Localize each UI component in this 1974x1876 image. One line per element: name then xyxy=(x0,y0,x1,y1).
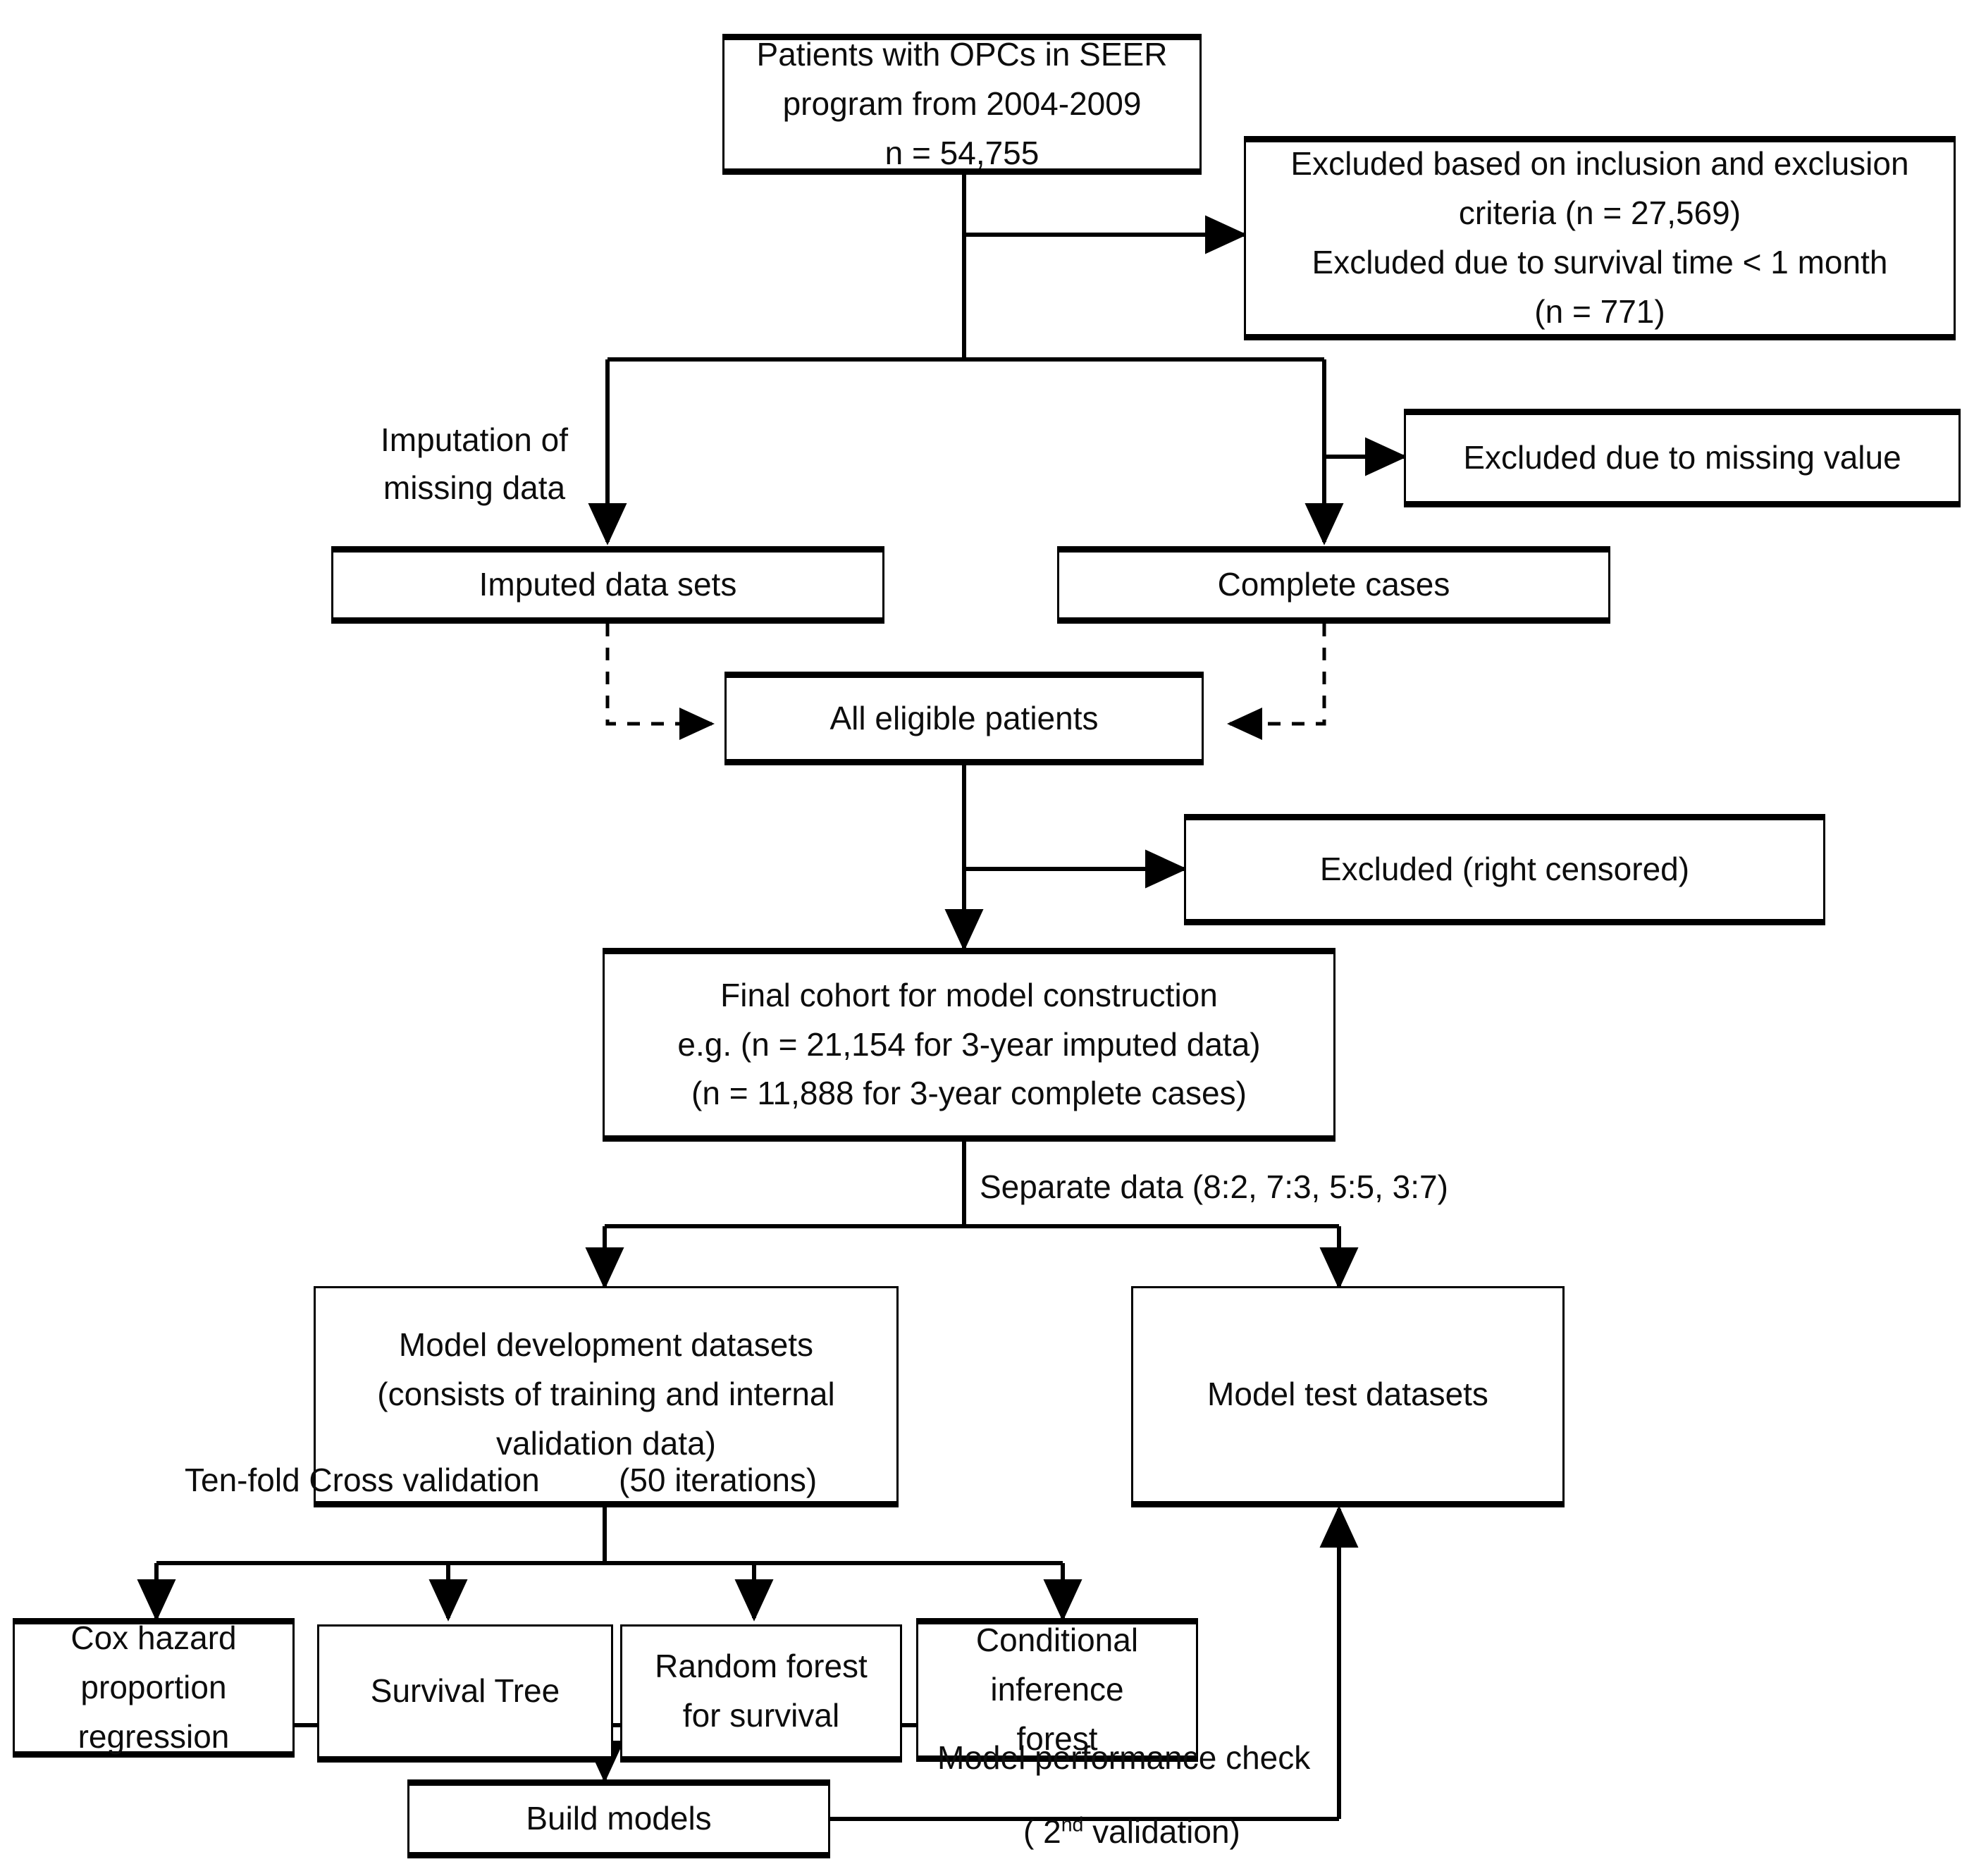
edge-imputed-to-eligible xyxy=(605,624,715,740)
dashed-connector-group xyxy=(605,624,1326,740)
node-excluded-criteria[interactable]: Excluded based on inclusion and exclusio… xyxy=(1244,136,1956,340)
node-model-test-datasets-label: Model test datasets xyxy=(1207,1376,1488,1413)
node-build-models-label: Build models xyxy=(526,1800,712,1837)
node-model-development-datasets[interactable]: Model development datasets (consists of … xyxy=(314,1286,899,1507)
node-cox-hazard-regression[interactable]: Cox hazard proportion regression xyxy=(13,1618,295,1758)
node-excluded-criteria-label: Excluded based on inclusion and exclusio… xyxy=(1290,145,1909,330)
node-excluded-right-censored-label: Excluded (right censored) xyxy=(1319,851,1690,888)
second-validation-prefix: ( 2 xyxy=(1023,1813,1061,1850)
node-excluded-right-censored[interactable]: Excluded (right censored) xyxy=(1184,814,1825,925)
node-imputed-data-sets-label: Imputed data sets xyxy=(479,566,737,603)
second-validation-superscript: nd xyxy=(1061,1813,1084,1837)
edge-label-imputation: Imputation of missing data xyxy=(381,421,568,507)
node-excluded-missing-label: Excluded due to missing value xyxy=(1463,439,1901,476)
node-random-forest-survival-label: Random forest for survival xyxy=(655,1648,868,1734)
edge-label-performance-check: Model performance check xyxy=(937,1739,1311,1776)
node-complete-cases-label: Complete cases xyxy=(1217,566,1450,603)
node-conditional-inference-forest-label: Conditional inference forest xyxy=(975,1622,1139,1757)
node-survival-tree-label: Survival Tree xyxy=(370,1672,560,1710)
node-all-eligible-patients[interactable]: All eligible patients xyxy=(724,672,1204,765)
node-final-cohort[interactable]: Final cohort for model construction e.g.… xyxy=(603,948,1335,1142)
node-final-cohort-label: Final cohort for model construction e.g.… xyxy=(677,976,1261,1112)
node-all-eligible-patients-label: All eligible patients xyxy=(829,699,1099,736)
second-validation-suffix: validation) xyxy=(1083,1813,1240,1850)
edge-label-second-validation: ( 2nd validation) xyxy=(1023,1808,1418,1856)
node-build-models[interactable]: Build models xyxy=(407,1779,830,1858)
node-source-cohort[interactable]: Patients with OPCs in SEER program from … xyxy=(722,34,1202,175)
node-imputed-data-sets[interactable]: Imputed data sets xyxy=(331,546,884,624)
node-survival-tree[interactable]: Survival Tree xyxy=(317,1624,613,1763)
node-model-development-datasets-label: Model development datasets (consists of … xyxy=(377,1326,835,1462)
node-excluded-missing[interactable]: Excluded due to missing value xyxy=(1404,409,1961,507)
node-source-cohort-label: Patients with OPCs in SEER program from … xyxy=(756,36,1168,171)
feedback-loop-group xyxy=(828,1505,1359,1821)
edge-label-cross-validation: Ten-fold Cross validation xyxy=(185,1462,540,1498)
node-conditional-inference-forest[interactable]: Conditional inference forest xyxy=(916,1618,1198,1762)
edge-label-iterations: (50 iterations) xyxy=(619,1462,818,1498)
edge-label-separate-data: Separate data (8:2, 7:3, 5:5, 3:7) xyxy=(980,1168,1448,1205)
node-complete-cases[interactable]: Complete cases xyxy=(1057,546,1610,624)
node-random-forest-survival[interactable]: Random forest for survival xyxy=(620,1624,902,1763)
node-cox-hazard-regression-label: Cox hazard proportion regression xyxy=(70,1619,237,1755)
edge-complete-to-eligible xyxy=(1226,624,1326,740)
node-model-test-datasets[interactable]: Model test datasets xyxy=(1131,1286,1565,1507)
